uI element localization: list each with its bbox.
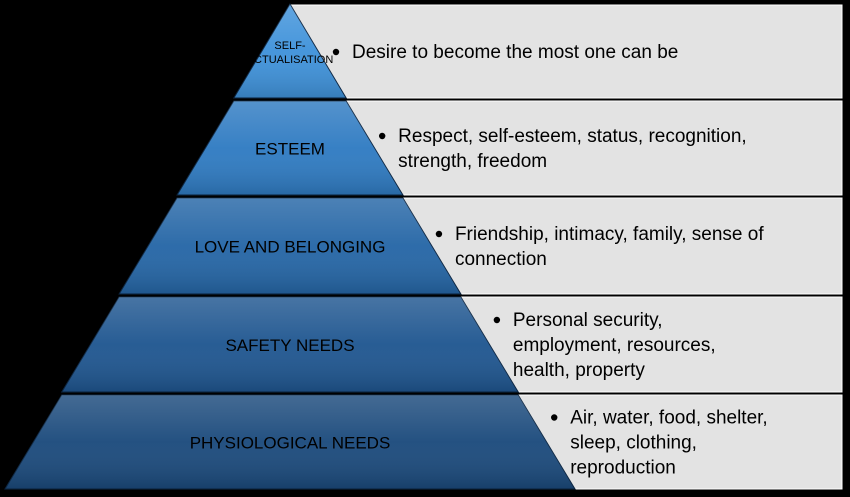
tier-description-3-line-1: Friendship, intimacy, family, sense of	[455, 224, 764, 245]
tier-description-3-line-2: connection	[455, 249, 547, 270]
tier-description-5-line-1: Air, water, food, shelter,	[570, 408, 768, 429]
tier-description-4-line-2: employment, resources,	[513, 335, 716, 356]
bullet-icon	[493, 316, 501, 324]
tier-description-2-line-1: Respect, self-esteem, status, recognitio…	[398, 126, 746, 147]
pyramid-tier-shading-2	[177, 101, 403, 195]
pyramid-tier-shading-5	[5, 395, 575, 489]
bullet-icon	[551, 414, 558, 421]
tier-label-3-line-1: LOVE AND BELONGING	[195, 237, 386, 256]
tier-description-4-line-3: health, property	[513, 360, 646, 381]
tier-description-4-line-1: Personal security,	[513, 310, 663, 331]
tier-description-5-line-3: reproduction	[570, 458, 676, 479]
bullet-icon	[378, 132, 386, 140]
tier-description-2-line-2: strength, freedom	[398, 151, 547, 172]
pyramid-tier-shading-3	[119, 198, 461, 294]
pyramid-tier-shading-1	[233, 4, 347, 98]
tier-label-1-line-2: ACTUALISATION	[247, 54, 334, 66]
tier-description-1-line-1: Desire to become the most one can be	[352, 42, 678, 63]
tier-label-5-line-1: PHYSIOLOGICAL NEEDS	[190, 433, 391, 452]
tier-description-5-line-2: sleep, clothing,	[570, 433, 697, 454]
bullet-icon	[435, 230, 443, 238]
tier-label-1-line-1: SELF-	[274, 40, 306, 52]
tier-label-4-line-1: SAFETY NEEDS	[225, 336, 354, 355]
description-panel-3	[402, 197, 843, 295]
bullet-icon	[332, 48, 340, 56]
description-panel-2	[345, 100, 843, 196]
tier-label-2-line-1: ESTEEM	[255, 139, 325, 158]
pyramid-tier-shading-4	[61, 297, 519, 392]
